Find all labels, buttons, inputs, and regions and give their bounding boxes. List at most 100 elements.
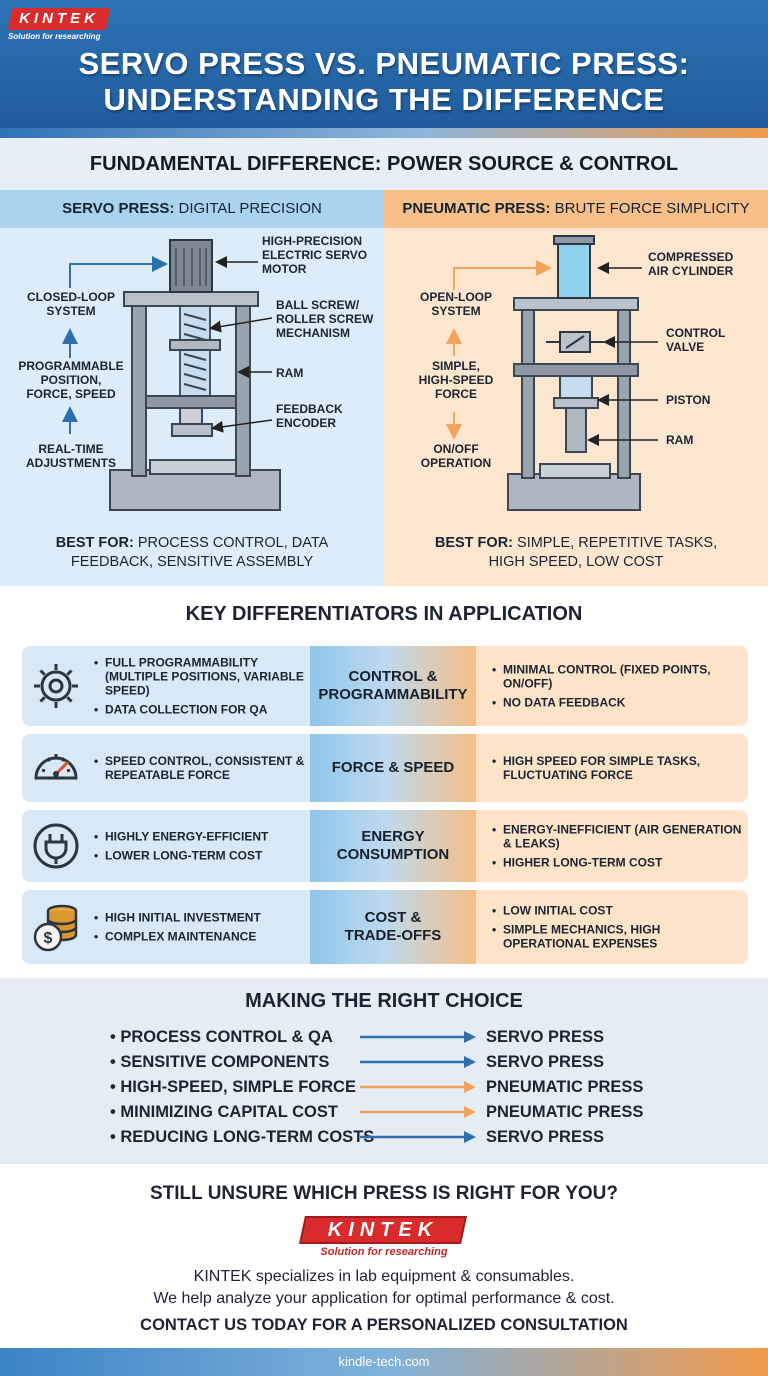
servo-best-label: BEST FOR: bbox=[55, 535, 134, 551]
pneumatic-label-onoff: ON/OFF OPERATION bbox=[400, 442, 512, 470]
label-line: ELECTRIC SERVO bbox=[262, 248, 368, 262]
differentiator-pneumatic-cell: LOW INITIAL COST SIMPLE MECHANICS, HIGH … bbox=[476, 890, 748, 964]
label-line: ROLLER SCREW bbox=[276, 312, 374, 326]
label-line: HIGH-SPEED bbox=[418, 373, 494, 387]
footer-url[interactable]: kindle-tech.com bbox=[0, 1348, 768, 1376]
choice-need: • MINIMIZING CAPITAL COST bbox=[110, 1103, 338, 1121]
category-line: CONTROL & bbox=[348, 668, 438, 685]
label-line: OPERATION bbox=[420, 456, 492, 470]
pneumatic-best-line1: SIMPLE, REPETITIVE TASKS, bbox=[513, 535, 718, 551]
brand-name: KINTEK bbox=[19, 10, 99, 27]
servo-label-ram: RAM bbox=[276, 366, 304, 380]
category-line: FORCE & SPEED bbox=[331, 759, 455, 776]
brand-logo-large[interactable]: KINTEK bbox=[299, 1216, 467, 1244]
servo-best-for: BEST FOR: PROCESS CONTROL, DATA FEEDBACK… bbox=[0, 534, 384, 572]
label-line: FORCE bbox=[435, 387, 477, 401]
differentiator-row-cost: $ HIGH INITIAL INVESTMENT COMPLEX MAINTE… bbox=[22, 890, 748, 964]
list-item: FULL PROGRAMMABILITY (MULTIPLE POSITIONS… bbox=[94, 656, 306, 698]
label-line: CLOSED-LOOP bbox=[26, 290, 115, 304]
label-line: AIR CYLINDER bbox=[648, 264, 734, 278]
pneumatic-label-ram: RAM bbox=[666, 433, 694, 447]
gear-icon bbox=[34, 664, 78, 708]
differentiators-title: KEY DIFFERENTIATORS IN APPLICATION bbox=[185, 603, 583, 625]
differentiator-servo-cell: FULL PROGRAMMABILITY (MULTIPLE POSITIONS… bbox=[22, 646, 310, 726]
contact-description: KINTEK specializes in lab equipment & co… bbox=[0, 1266, 768, 1310]
choice-answer: SERVO PRESS bbox=[486, 1128, 604, 1146]
contact-line1: KINTEK specializes in lab equipment & co… bbox=[193, 1268, 575, 1285]
choice-row: • HIGH-SPEED, SIMPLE FORCE PNEUMATIC PRES… bbox=[110, 1076, 670, 1098]
coins-icon: $ bbox=[33, 904, 78, 952]
header-divider bbox=[0, 128, 768, 138]
servo-label-program: PROGRAMMABLE POSITION, FORCE, SPEED bbox=[8, 359, 134, 401]
category-line: COST & bbox=[364, 909, 422, 926]
contact-question: STILL UNSURE WHICH PRESS IS RIGHT FOR YO… bbox=[150, 1183, 618, 1204]
choice-need: • HIGH-SPEED, SIMPLE FORCE bbox=[110, 1078, 356, 1096]
servo-press-illustration bbox=[62, 239, 281, 511]
label-line: SIMPLE, bbox=[431, 359, 480, 373]
differentiator-pneumatic-cell: MINIMAL CONTROL (FIXED POINTS, ON/OFF) N… bbox=[476, 646, 748, 726]
category-line: CONSUMPTION bbox=[336, 846, 450, 863]
list-item: ENERGY-INEFFICIENT (AIR GENERATION & LEA… bbox=[492, 823, 744, 851]
servo-label-encoder: FEEDBACK ENCODER bbox=[276, 402, 343, 430]
brand-tagline: Solution for researching bbox=[8, 32, 101, 41]
differentiator-row-force: SPEED CONTROL, CONSISTENT & REPEATABLE F… bbox=[22, 734, 748, 802]
label-line: HIGH-PRECISION bbox=[262, 234, 363, 248]
page-title-line2: UNDERSTANDING THE DIFFERENCE bbox=[103, 82, 665, 117]
header-banner: KINTEK Solution for researching SERVO PR… bbox=[0, 0, 768, 128]
contact-section: STILL UNSURE WHICH PRESS IS RIGHT FOR YO… bbox=[0, 1164, 768, 1348]
choice-answer: SERVO PRESS bbox=[486, 1053, 604, 1071]
servo-best-line1: PROCESS CONTROL, DATA bbox=[133, 535, 329, 551]
label-line: ENCODER bbox=[276, 416, 337, 430]
list-item: DATA COLLECTION FOR QA bbox=[94, 703, 306, 717]
category-line: TRADE-OFFS bbox=[344, 927, 442, 944]
servo-press-diagram: HIGH-PRECISION ELECTRIC SERVO MOTOR BALL… bbox=[0, 228, 384, 528]
label-line: REAL-TIME bbox=[38, 442, 104, 456]
pneumatic-heading-rest: BRUTE FORCE SIMPLICITY bbox=[550, 200, 750, 217]
pneumatic-best-for: BEST FOR: SIMPLE, REPETITIVE TASKS, HIGH… bbox=[384, 534, 768, 572]
pneumatic-panel: PNEUMATIC PRESS: BRUTE FORCE SIMPLICITY bbox=[384, 190, 768, 586]
differentiator-pneumatic-cell: ENERGY-INEFFICIENT (AIR GENERATION & LEA… bbox=[476, 810, 748, 882]
choice-row: • SENSITIVE COMPONENTS SERVO PRESS bbox=[110, 1051, 670, 1073]
list-item: NO DATA FEEDBACK bbox=[492, 696, 744, 710]
choice-need: • PROCESS CONTROL & QA bbox=[110, 1028, 333, 1046]
servo-label-screw: BALL SCREW/ ROLLER SCREW MECHANISM bbox=[276, 298, 373, 340]
servo-label-loop: CLOSED-LOOP SYSTEM bbox=[14, 290, 128, 318]
choice-answer: PNEUMATIC PRESS bbox=[486, 1103, 644, 1121]
arrow-right-icon bbox=[360, 1081, 476, 1093]
pneumatic-label-loop: OPEN-LOOP SYSTEM bbox=[400, 290, 512, 318]
list-item: SPEED CONTROL, CONSISTENT & REPEATABLE F… bbox=[94, 754, 306, 782]
contact-cta[interactable]: CONTACT US TODAY FOR A PERSONALIZED CONS… bbox=[140, 1316, 628, 1334]
arrow-right-icon bbox=[360, 1056, 476, 1068]
differentiator-row-control: FULL PROGRAMMABILITY (MULTIPLE POSITIONS… bbox=[22, 646, 748, 726]
arrow-right-icon bbox=[360, 1106, 476, 1118]
page-title-line1: SERVO PRESS VS. PNEUMATIC PRESS: bbox=[78, 46, 690, 81]
category-line: PROGRAMMABILITY bbox=[318, 686, 468, 703]
label-line: OPEN-LOOP bbox=[419, 290, 492, 304]
choice-section: MAKING THE RIGHT CHOICE • PROCESS CONTRO… bbox=[0, 978, 768, 1164]
brand-name: KINTEK bbox=[327, 1219, 439, 1241]
fundamental-title: FUNDAMENTAL DIFFERENCE: POWER SOURCE & C… bbox=[0, 138, 768, 190]
speedometer-icon bbox=[34, 754, 78, 780]
label-line: FEEDBACK bbox=[276, 402, 343, 416]
pneumatic-label-cylinder: COMPRESSED AIR CYLINDER bbox=[648, 250, 733, 278]
servo-panel: SERVO PRESS: DIGITAL PRECISION bbox=[0, 190, 384, 586]
differentiator-pneumatic-cell: HIGH SPEED FOR SIMPLE TASKS, FLUCTUATING… bbox=[476, 734, 748, 802]
label-line: VALVE bbox=[666, 340, 705, 354]
pneumatic-heading-bold: PNEUMATIC PRESS: bbox=[402, 200, 551, 217]
pneumatic-press-diagram: COMPRESSED AIR CYLINDER CONTROL VALVE PI… bbox=[384, 228, 768, 528]
label-line: MOTOR bbox=[262, 262, 307, 276]
list-item: LOWER LONG-TERM COST bbox=[94, 849, 306, 863]
label-line: SYSTEM bbox=[431, 304, 481, 318]
page-title: SERVO PRESS VS. PNEUMATIC PRESS: UNDERST… bbox=[0, 46, 768, 118]
brand-tagline: Solution for researching bbox=[320, 1246, 448, 1258]
label-line: MECHANISM bbox=[276, 326, 350, 340]
choice-need: • SENSITIVE COMPONENTS bbox=[110, 1053, 330, 1071]
choice-answer: PNEUMATIC PRESS bbox=[486, 1078, 644, 1096]
pneumatic-label-piston: PISTON bbox=[666, 393, 711, 407]
differentiator-category: COST &TRADE-OFFS bbox=[310, 890, 476, 964]
label-line: COMPRESSED bbox=[648, 250, 734, 264]
brand-logo[interactable]: KINTEK bbox=[7, 8, 111, 30]
